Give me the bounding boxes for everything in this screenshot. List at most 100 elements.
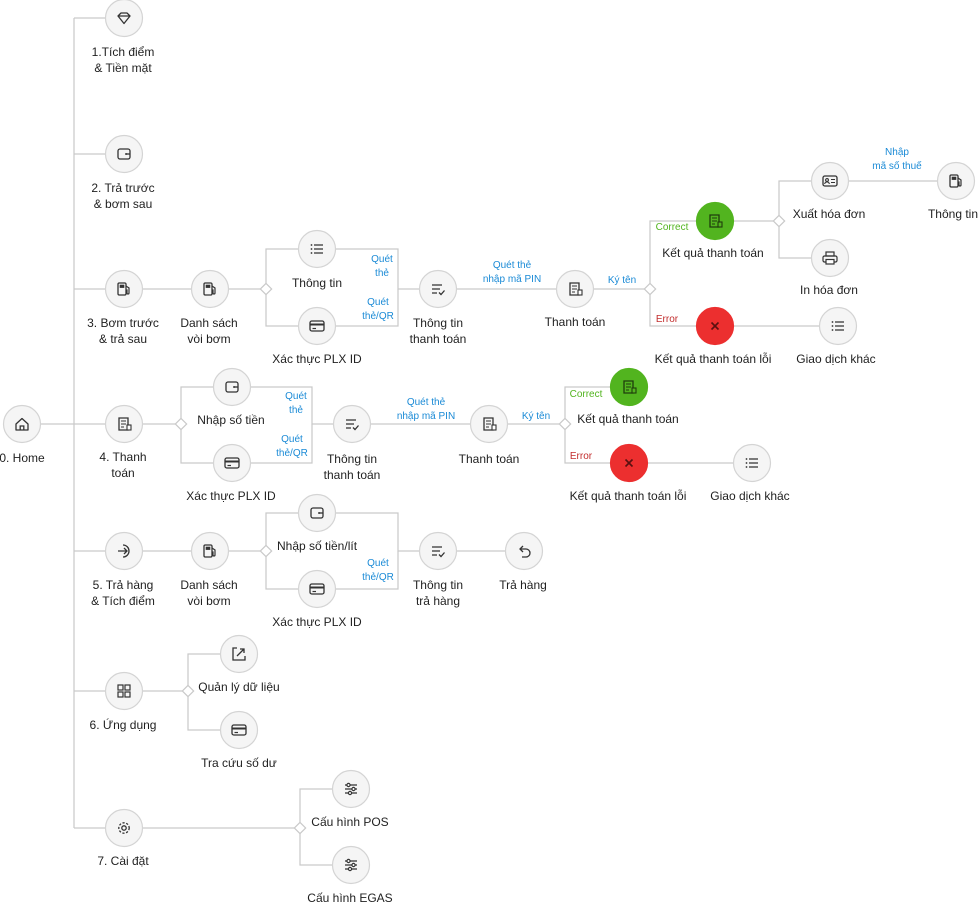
edge-5-amount-merge (336, 512, 420, 552)
label-4-other: Giao dịch khác (710, 489, 790, 503)
label-3-err: Kết quả thanh toán lỗi (654, 352, 772, 366)
node-4[interactable] (104, 404, 144, 444)
node-5-pumps[interactable] (190, 531, 230, 571)
node-3-ok[interactable] (695, 201, 735, 241)
label-5-amount: Nhập số tiền/lít (276, 539, 358, 553)
node-3-info[interactable] (297, 229, 337, 269)
node-6-balance[interactable] (219, 710, 259, 750)
edge-7-pos (299, 788, 332, 822)
label-7-egas: Cấu hình EGAS (307, 891, 393, 905)
edge-3-info-merge (336, 248, 420, 290)
node-home[interactable] (2, 404, 42, 444)
label-3-plx: Xác thực PLX ID (272, 352, 362, 366)
decision-diamonds (174, 214, 786, 835)
edge-label-scan-pin: Quét thẻ nhập mã PIN (396, 397, 456, 422)
label-3-infoend: Thông tin (927, 207, 979, 221)
edge-label-tax-code: Nhập mã số thuế (872, 147, 922, 172)
node-3-payinfo[interactable] (418, 269, 458, 309)
label-6-data: Quản lý dữ liệu (198, 680, 280, 694)
label-3-pumps: Danh sách vòi bơm (180, 316, 238, 346)
node-4-plx[interactable] (212, 443, 252, 483)
edge-label-error: Error (655, 314, 679, 325)
node-5-ret[interactable] (504, 531, 544, 571)
node-3-other[interactable] (818, 306, 858, 346)
node-7-pos[interactable] (331, 769, 371, 809)
label-3-print: In hóa đơn (800, 283, 858, 297)
node-3-pay[interactable] (555, 269, 595, 309)
node-4-ok[interactable] (609, 367, 649, 407)
node-4-other[interactable] (732, 443, 772, 483)
edge-3-inv (778, 180, 811, 215)
edge-4-amount-merge (250, 386, 334, 425)
node-6-data[interactable] (219, 634, 259, 674)
node-7-egas[interactable] (331, 845, 371, 885)
label-4-ok: Kết quả thanh toán (577, 412, 679, 426)
edge-4-ok (564, 386, 611, 418)
node-3-inv[interactable] (810, 161, 850, 201)
edge-label-sign: Ký tên (607, 275, 637, 286)
node-3-infoend[interactable] (936, 161, 976, 201)
node-3-print[interactable] (810, 238, 850, 278)
node-5-retinfo[interactable] (418, 531, 458, 571)
edge-4-plx (180, 430, 213, 464)
node-3-err[interactable] (695, 306, 735, 346)
decision-diamond (558, 417, 572, 431)
edge-label-correct: Correct (655, 222, 689, 233)
edge-7-egas (299, 834, 332, 866)
label-home: 0. Home (0, 451, 45, 465)
edge-3-info (265, 248, 299, 283)
edge-label-scan-card: Quét thẻ (371, 254, 393, 279)
edge-label-sign: Ký tên (521, 411, 551, 422)
label-3-inv: Xuất hóa đơn (792, 207, 866, 221)
label-4-pay: Thanh toán (458, 452, 520, 466)
edge-5-amount (265, 512, 299, 545)
edge-5-plx (265, 557, 299, 590)
edges (41, 17, 937, 866)
edge-4-err (564, 430, 611, 464)
label-6: 6. Ứng dụng (89, 718, 157, 732)
label-4-amount: Nhập số tiền (197, 413, 265, 427)
sliders-icon (344, 858, 358, 872)
node-4-pay[interactable] (469, 404, 509, 444)
label-3: 3. Bơm trước & trả sau (87, 316, 159, 346)
label-5-ret: Trả hàng (499, 578, 547, 592)
label-4-payinfo: Thông tin thanh toán (323, 452, 381, 482)
edge-4-amount (180, 386, 213, 418)
edge-label-scan-card-qr: Quét thẻ/QR (276, 434, 308, 459)
edge-3-ok (649, 220, 697, 283)
label-1: 1.Tích điểm & Tiền mặt (91, 45, 155, 75)
decision-diamond (772, 214, 786, 228)
edge-6-balance (187, 697, 220, 731)
label-7: 7. Cài đặt (97, 854, 149, 868)
edge-label-error: Error (569, 451, 593, 462)
label-5-retinfo: Thông tin trả hàng (412, 578, 464, 608)
edge-4-plx-merge (250, 424, 313, 464)
node-5[interactable] (104, 531, 144, 571)
node-2[interactable] (104, 134, 144, 174)
node-4-payinfo[interactable] (332, 404, 372, 444)
edge-label-scan-card-qr: Quét thẻ/QR (362, 297, 394, 322)
decision-diamond (643, 282, 657, 296)
label-3-ok: Kết quả thanh toán (662, 246, 764, 260)
decision-diamond (181, 684, 195, 698)
node-4-err[interactable] (609, 443, 649, 483)
node-6[interactable] (104, 671, 144, 711)
node-5-plx[interactable] (297, 569, 337, 609)
node-1[interactable] (104, 0, 144, 38)
label-7-pos: Cấu hình POS (311, 815, 389, 829)
decision-diamond (293, 821, 307, 835)
label-5-plx: Xác thực PLX ID (272, 615, 362, 629)
decision-diamond (259, 544, 273, 558)
label-3-info: Thông tin (291, 276, 343, 290)
node-5-amount[interactable] (297, 493, 337, 533)
node-3-pumps[interactable] (190, 269, 230, 309)
node-7[interactable] (104, 808, 144, 848)
label-5-pumps: Danh sách vòi bơm (180, 578, 238, 608)
node-4-amount[interactable] (212, 367, 252, 407)
edge-3-print (778, 227, 811, 259)
label-3-payinfo: Thông tin thanh toán (409, 316, 467, 346)
node-3[interactable] (104, 269, 144, 309)
node-3-plx[interactable] (297, 306, 337, 346)
decision-diamond (174, 417, 188, 431)
edge-3-plx-merge (336, 289, 399, 327)
